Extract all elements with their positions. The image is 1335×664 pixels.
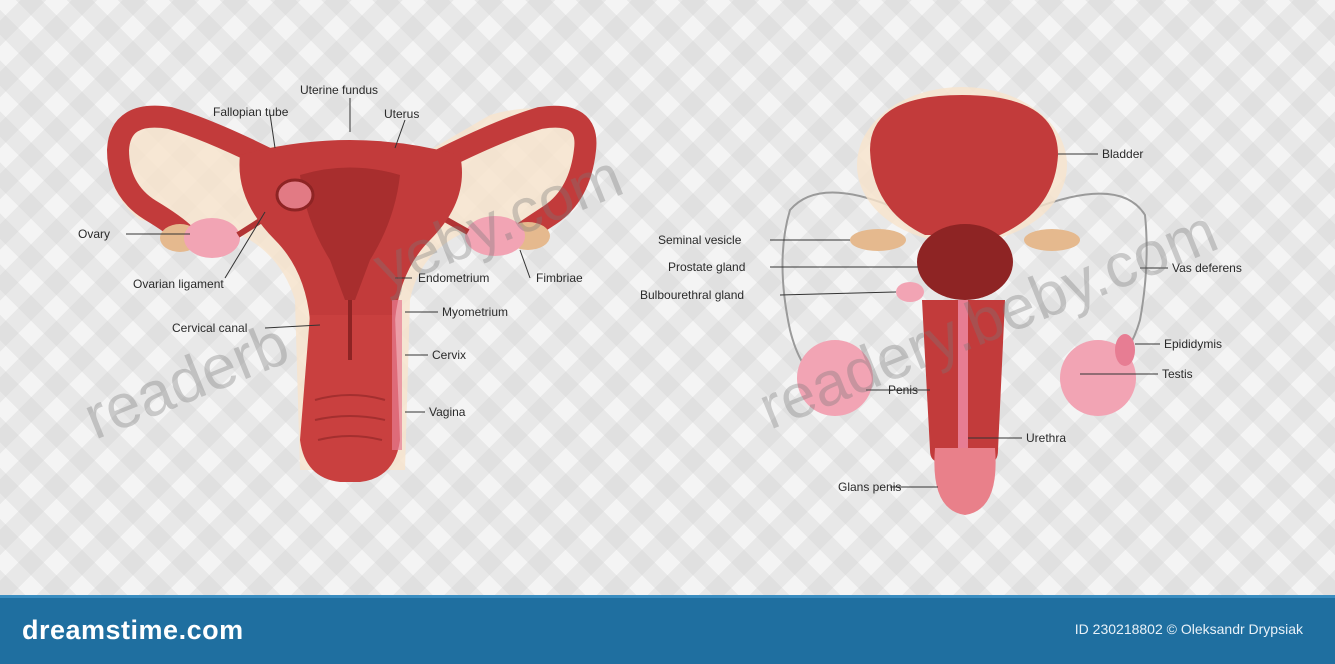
label-myometrium: Myometrium (442, 305, 508, 319)
label-fallopian-tube: Fallopian tube (213, 105, 289, 119)
label-seminal-vesicle: Seminal vesicle (658, 233, 742, 247)
right-epididymis (1115, 334, 1135, 366)
label-glans-penis: Glans penis (838, 480, 901, 494)
leader-bulbourethral-gland (780, 292, 896, 295)
label-fimbriae: Fimbriae (536, 271, 583, 285)
label-bulbourethral-gland: Bulbourethral gland (640, 288, 744, 302)
label-bladder: Bladder (1102, 147, 1143, 161)
ovarian-follicle (277, 180, 313, 210)
label-epididymis: Epididymis (1164, 337, 1222, 351)
diagram-canvas: Uterine fundus Fallopian tube Uterus Ova… (0, 0, 1335, 595)
left-ovary (184, 218, 240, 258)
anatomy-diagram: Uterine fundus Fallopian tube Uterus Ova… (0, 0, 1335, 595)
stock-footer-bar: dreamstime.com ID 230218802 © Oleksandr … (0, 595, 1335, 664)
label-ovarian-ligament: Ovarian ligament (133, 277, 224, 291)
label-prostate-gland: Prostate gland (668, 260, 745, 274)
brand-logo-text[interactable]: dreamstime.com (22, 615, 244, 646)
label-urethra: Urethra (1026, 431, 1066, 445)
myometrium-edge (392, 300, 402, 450)
label-uterus: Uterus (384, 107, 419, 121)
footer-divider (0, 595, 1335, 598)
label-cervix: Cervix (432, 348, 466, 362)
bladder (870, 95, 1058, 235)
leader-fimbriae (520, 250, 530, 278)
label-uterine-fundus: Uterine fundus (300, 83, 378, 97)
bulbourethral-gland (896, 282, 924, 302)
left-seminal-vesicle (850, 229, 906, 251)
glans-penis (934, 448, 995, 515)
right-seminal-vesicle (1024, 229, 1080, 251)
label-ovary: Ovary (78, 227, 110, 241)
label-testis: Testis (1162, 367, 1193, 381)
leader-fallopian-tube (270, 114, 275, 148)
image-credit: ID 230218802 © Oleksandr Drypsiak (1075, 621, 1303, 637)
label-vagina: Vagina (429, 405, 466, 419)
